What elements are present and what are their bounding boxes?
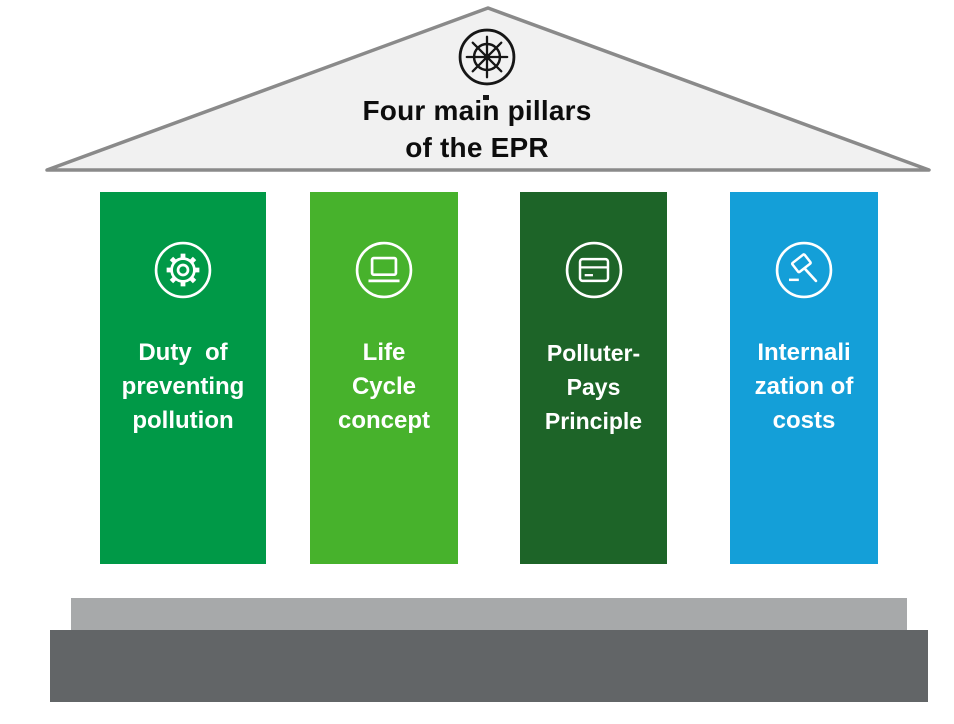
base-step-upper (71, 598, 907, 630)
pillar-label: Duty of preventing pollution (121, 339, 245, 434)
pillar-polluter-pays-principle: Polluter- Pays Principle (520, 192, 667, 564)
pillar-life-cycle-concept: Life Cycle concept (310, 192, 458, 564)
pillar-internalization-of-costs: Internali zation of costs (730, 192, 878, 564)
gear-icon (154, 241, 212, 299)
pillar-label: Polluter- Pays Principle (544, 340, 643, 434)
laptop-icon (355, 241, 413, 299)
diagram-title: Four main pillars of the EPR (0, 92, 954, 166)
base-step-lower (50, 630, 928, 702)
pillar-label: Internali zation of costs (754, 339, 854, 434)
title-line-2: of the EPR (405, 132, 549, 163)
pillar-label: Life Cycle concept (337, 339, 430, 434)
roof-dot-mark (483, 95, 489, 100)
credit-card-icon (565, 241, 622, 299)
gavel-icon (775, 241, 833, 299)
pillar-duty-of-preventing-pollution: Duty of preventing pollution (100, 192, 266, 564)
title-line-1: Four main pillars (362, 95, 592, 126)
roof-pediment (45, 6, 931, 172)
ship-wheel-icon (458, 28, 516, 86)
